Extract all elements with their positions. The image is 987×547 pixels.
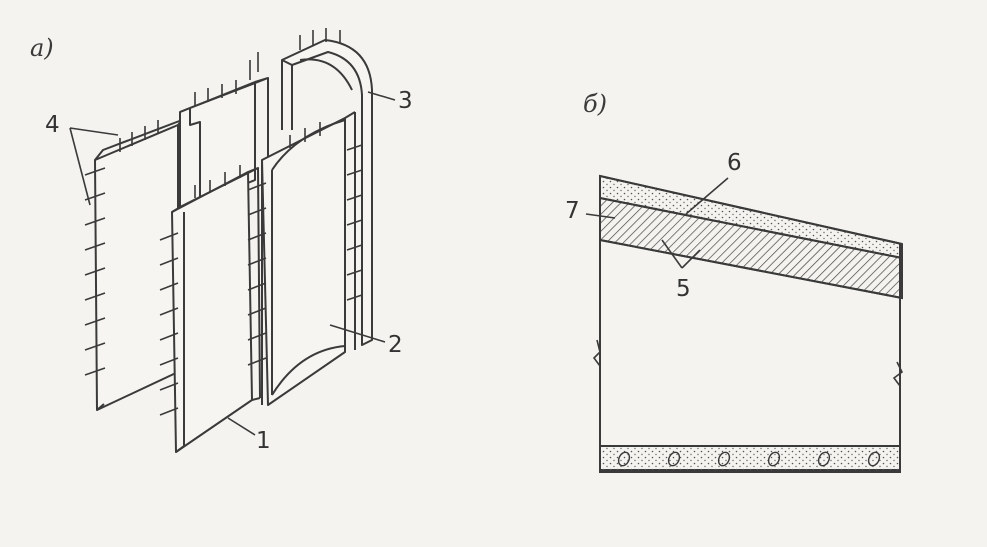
callout-6: 6: [727, 150, 742, 176]
panel-b-label: б): [583, 90, 608, 118]
callout-2: 2: [388, 332, 403, 358]
callout-4: 4: [45, 112, 60, 138]
panel-b-leaders: [585, 177, 729, 269]
callout-7: 7: [565, 198, 580, 224]
front-wall-panel: [171, 167, 261, 453]
callout-5: 5: [676, 276, 691, 302]
panel-b-drawing: [585, 174, 904, 473]
break-mark-left: [592, 339, 601, 367]
callout-1: 1: [256, 428, 271, 454]
bottom-aggregate: [617, 451, 881, 467]
panel-a-leaders: [69, 91, 396, 436]
panel-a-drawing: [69, 28, 396, 453]
rebar-ticks: [84, 28, 363, 416]
callout-3: 3: [398, 88, 413, 114]
rounded-end-panel: [281, 39, 373, 346]
panel-a-label: a): [30, 34, 54, 62]
bottom-concrete-layer: [599, 445, 901, 473]
break-mark-right: [892, 361, 904, 387]
left-wall-panel: [94, 119, 183, 411]
channel-panel: [261, 111, 356, 406]
